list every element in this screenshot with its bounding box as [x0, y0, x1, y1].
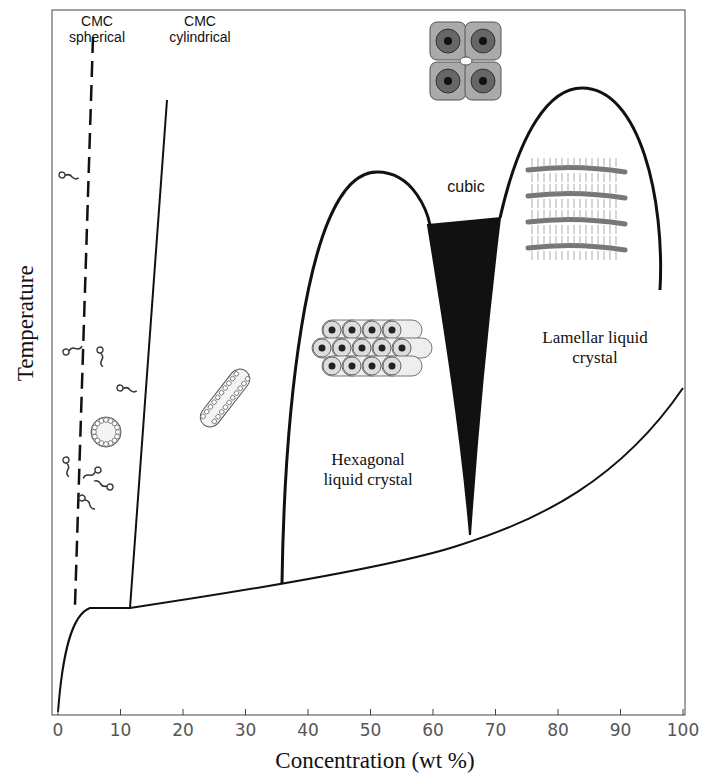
krafft-boundary	[58, 388, 683, 712]
spherical-micelle	[91, 417, 121, 447]
tick-label: 90	[601, 721, 641, 741]
hexagonal-bundle	[312, 320, 432, 376]
lamellar-dome	[500, 88, 661, 290]
surfactant-icon	[59, 172, 80, 181]
tick-mark	[308, 709, 309, 715]
axis-title: Concentration (wt %)	[225, 748, 525, 774]
surfactant-icon	[62, 343, 83, 355]
tick-mark	[183, 709, 184, 715]
surfactant-icon	[82, 466, 102, 481]
cubic-icon	[430, 22, 501, 100]
structure-icons	[59, 22, 625, 511]
tick-mark	[558, 709, 559, 715]
surfactant-icon	[93, 478, 114, 490]
tick-mark	[620, 709, 621, 715]
region-label: cubic	[436, 178, 496, 196]
lamellar-stack	[528, 158, 625, 260]
cmc-spherical-line	[75, 37, 93, 605]
phase-label: Hexagonal liquid crystal	[313, 450, 423, 489]
tick-label: 10	[101, 721, 141, 741]
surfactant-icon	[63, 457, 72, 478]
phase-region: Hexagonal liquid crystal	[282, 172, 440, 583]
tick-label: 50	[351, 721, 391, 741]
tick-label: 20	[163, 721, 203, 741]
tick-label: 80	[538, 721, 578, 741]
phase-label: Lamellar liquid crystal	[540, 328, 650, 367]
tick-mark	[683, 709, 684, 715]
phase-region: Lamellar liquid crystal	[470, 88, 660, 535]
tick-label: 40	[288, 721, 328, 741]
axis-title: Temperature	[13, 243, 39, 403]
tick-mark	[58, 709, 59, 715]
tick-label: 100	[663, 721, 703, 741]
cmc-cylindrical-line	[130, 100, 167, 608]
tick-label: 60	[413, 721, 453, 741]
tick-mark	[245, 709, 246, 715]
tick-label: 0	[38, 721, 78, 741]
tick-label: 70	[476, 721, 516, 741]
axis-ticks	[58, 709, 683, 715]
tick-mark	[370, 709, 371, 715]
surfactant-icon	[97, 347, 106, 368]
region-label: CMC spherical	[64, 13, 130, 45]
surfactant-icon	[78, 494, 97, 511]
plot-frame	[52, 10, 685, 715]
surfactant-icon	[117, 385, 138, 394]
cylindrical-micelle	[196, 365, 254, 431]
tick-mark	[495, 709, 496, 715]
tick-mark	[433, 709, 434, 715]
region-label: CMC cylindrical	[160, 13, 240, 45]
cubic-region	[428, 218, 500, 535]
tick-mark	[120, 709, 121, 715]
tick-label: 30	[226, 721, 266, 741]
hexagonal-dome	[282, 172, 430, 583]
